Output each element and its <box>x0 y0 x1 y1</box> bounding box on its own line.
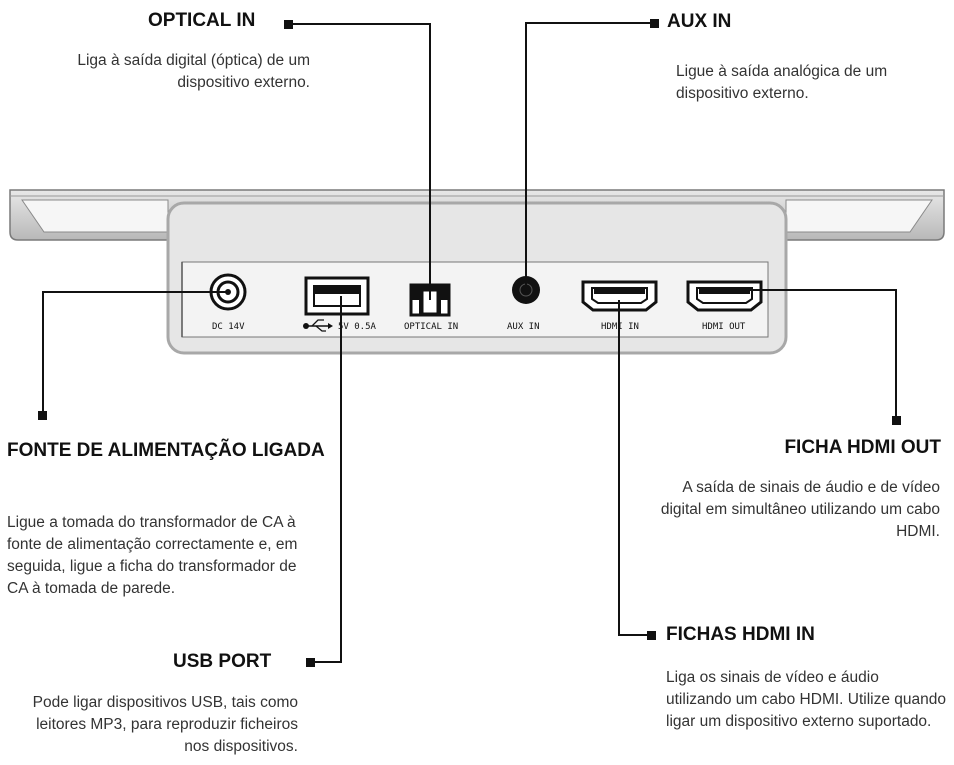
aux-in-description: Ligue à saída analógica de um dispositiv… <box>676 63 888 102</box>
aux-in-title: AUX IN <box>667 11 732 32</box>
marker-hdmi-in <box>647 631 656 640</box>
usb-description: Pode ligar dispositivos USB, tais como l… <box>32 694 298 755</box>
usb-title: USB PORT <box>173 651 272 672</box>
leader-line-usb <box>312 296 342 663</box>
optical-in-title: OPTICAL IN <box>148 10 256 31</box>
hdmi-in-port <box>581 280 658 312</box>
hdmi-in-description: Liga os sinais de vídeo e áudio utilizan… <box>666 669 946 730</box>
marker-hdmi-out <box>892 416 901 425</box>
power-title: FONTE DE ALIMENTAÇÃO LIGADA <box>7 440 325 461</box>
usb-port <box>304 276 370 316</box>
marker-optical-in <box>284 20 293 29</box>
hdmi-out-port <box>686 280 763 312</box>
leader-line-optical-in <box>292 23 431 300</box>
leader-line-power <box>42 291 228 414</box>
leader-line-hdmi-out <box>740 289 897 420</box>
leader-line-hdmi-in <box>618 300 650 636</box>
hdmi-out-description: A saída de sinais de áudio e de vídeo di… <box>660 479 940 540</box>
aux-port-label: AUX IN <box>507 322 540 332</box>
marker-aux-in <box>650 19 659 28</box>
usb-icon <box>303 319 333 332</box>
dc-port-label: DC 14V <box>212 322 245 332</box>
hdmi-out-port-label: HDMI OUT <box>702 322 746 332</box>
connector-panel <box>166 201 788 355</box>
marker-power <box>38 411 47 420</box>
power-description: Ligue a tomada do transformador de CA à … <box>7 514 298 597</box>
optical-in-description: Liga à saída digital (óptica) de um disp… <box>77 52 310 91</box>
leader-line-aux-in <box>525 22 654 290</box>
usb-port-label: 5V 0.5A <box>338 322 377 332</box>
hdmi-out-title: FICHA HDMI OUT <box>784 437 941 458</box>
optical-port-label: OPTICAL IN <box>404 322 458 332</box>
hdmi-in-title: FICHAS HDMI IN <box>666 624 815 645</box>
marker-usb <box>306 658 315 667</box>
